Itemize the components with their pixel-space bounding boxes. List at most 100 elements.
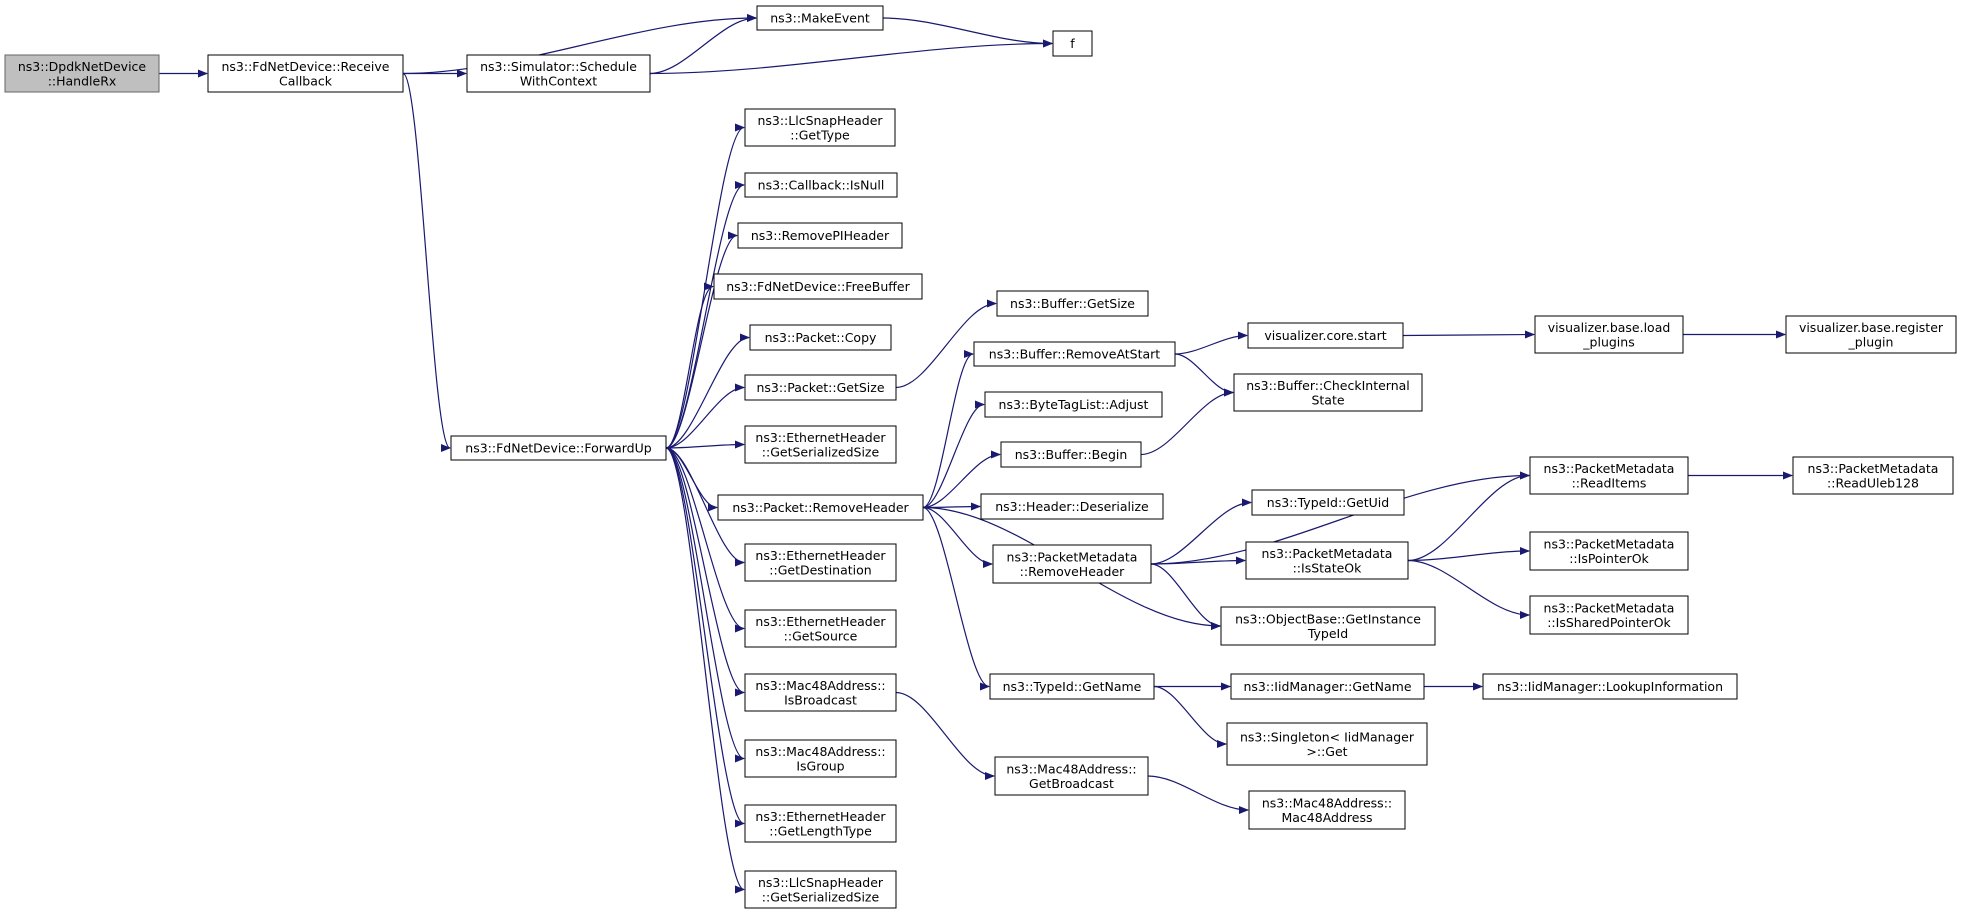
graph-node-n13[interactable]: ns3::Packet::RemoveHeader: [717, 494, 924, 521]
node-box: [992, 544, 1152, 584]
graph-node-n20[interactable]: ns3::Buffer::GetSize: [996, 290, 1149, 317]
nodes-layer: ns3::DpdkNetDevice::HandleRxns3::FdNetDe…: [4, 5, 1957, 909]
graph-node-n11[interactable]: ns3::Packet::GetSize: [744, 374, 897, 401]
node-box: [1529, 531, 1689, 571]
edge-n5-n17: [665, 447, 745, 763]
node-label-line: IsGroup: [796, 758, 844, 773]
node-box: [207, 54, 404, 93]
node-label-line: ::HandleRx: [48, 73, 117, 88]
node-box: [1792, 456, 1954, 495]
graph-node-n4[interactable]: f: [1052, 30, 1093, 57]
graph-node-n0[interactable]: ns3::DpdkNetDevice::HandleRx: [4, 54, 160, 93]
node-label-line: visualizer.core.start: [1264, 328, 1386, 343]
graph-node-n18[interactable]: ns3::EthernetHeader::GetLengthType: [744, 804, 897, 843]
node-label-line: ns3::EthernetHeader: [755, 430, 886, 445]
graph-node-n30[interactable]: ns3::TypeId::GetUid: [1251, 489, 1405, 516]
node-label-line: ::ReadItems: [1572, 475, 1647, 490]
graph-node-n9[interactable]: ns3::FdNetDevice::FreeBuffer: [713, 273, 923, 300]
node-label-line: ns3::PacketMetadata: [1544, 536, 1675, 551]
node-label-line: ::GetSource: [784, 628, 858, 643]
graph-node-n2[interactable]: ns3::MakeEvent: [756, 5, 884, 31]
node-box: [1220, 606, 1436, 646]
graph-node-n14[interactable]: ns3::EthernetHeader::GetDestination: [744, 543, 897, 582]
graph-node-n26[interactable]: ns3::TypeId::GetName: [989, 673, 1155, 700]
node-box: [737, 222, 903, 249]
edge-n13-n25: [922, 506, 993, 568]
graph-node-n25[interactable]: ns3::PacketMetadata::RemoveHeader: [992, 544, 1152, 584]
node-label-line: ns3::LlcSnapHeader: [758, 875, 884, 890]
node-label-line: ns3::LlcSnapHeader: [757, 113, 883, 128]
node-box: [989, 673, 1155, 700]
edges-layer: [158, 14, 1793, 894]
graph-node-n35[interactable]: ns3::Mac48Address::Mac48Address: [1248, 790, 1406, 830]
graph-node-n36[interactable]: visualizer.base.load_plugins: [1534, 315, 1684, 354]
node-box: [1226, 722, 1428, 766]
node-label-line: ns3::IidManager::GetName: [1243, 679, 1411, 694]
graph-node-n12[interactable]: ns3::EthernetHeader::GetSerializedSize: [744, 425, 897, 464]
graph-node-n42[interactable]: ns3::PacketMetadata::ReadUleb128: [1792, 456, 1954, 495]
graph-node-n31[interactable]: ns3::PacketMetadata::IsStateOk: [1245, 541, 1409, 580]
graph-node-n15[interactable]: ns3::EthernetHeader::GetSource: [744, 609, 897, 648]
graph-node-n7[interactable]: ns3::Callback::IsNull: [744, 172, 898, 198]
node-label-line: ::RemoveHeader: [1020, 564, 1126, 579]
node-label-line: ns3::Buffer::Begin: [1015, 447, 1128, 462]
graph-node-n5[interactable]: ns3::FdNetDevice::ForwardUp: [450, 435, 667, 461]
node-label-line: ::GetSerializedSize: [762, 889, 880, 904]
node-label-line: ::GetDestination: [769, 562, 871, 577]
graph-node-n34[interactable]: ns3::Singleton< IidManager>::Get: [1226, 722, 1428, 766]
edge-n5-n18: [665, 447, 745, 828]
graph-node-n40[interactable]: ns3::IidManager::LookupInformation: [1482, 673, 1738, 700]
node-box: [973, 341, 1176, 367]
node-box: [1245, 541, 1409, 580]
node-box: [1529, 595, 1689, 635]
node-label-line: ns3::Buffer::GetSize: [1010, 296, 1135, 311]
edge-n13-n22: [922, 400, 985, 509]
node-label-line: ns3::FdNetDevice::FreeBuffer: [726, 279, 910, 294]
graph-node-n8[interactable]: ns3::RemovePIHeader: [737, 222, 903, 249]
graph-node-n38[interactable]: ns3::PacketMetadata::IsPointerOk: [1529, 531, 1689, 571]
node-label-line: ns3::Buffer::RemoveAtStart: [989, 347, 1161, 362]
graph-node-n27[interactable]: ns3::Mac48Address::GetBroadcast: [994, 756, 1149, 796]
node-box: [466, 54, 651, 93]
node-label-line: ::GetLengthType: [769, 823, 872, 838]
graph-node-n23[interactable]: ns3::Buffer::Begin: [1000, 441, 1142, 468]
graph-node-n10[interactable]: ns3::Packet::Copy: [749, 324, 892, 351]
graph-node-n37[interactable]: ns3::PacketMetadata::ReadItems: [1529, 456, 1689, 495]
node-label-line: ns3::Mac48Address::: [755, 678, 885, 693]
node-label-line: _plugins: [1582, 334, 1634, 349]
edge-n3-n4: [649, 39, 1053, 75]
node-label-line: ns3::ByteTagList::Adjust: [999, 397, 1149, 412]
node-label-line: ns3::PacketMetadata: [1262, 546, 1393, 561]
node-label-line: ns3::PacketMetadata: [1007, 549, 1138, 564]
node-label-line: ns3::FdNetDevice::Receive: [222, 59, 390, 74]
graph-node-n41[interactable]: visualizer.base.register_plugin: [1785, 315, 1957, 354]
node-box: [1529, 456, 1689, 495]
graph-node-n6[interactable]: ns3::LlcSnapHeader::GetType: [744, 108, 896, 147]
node-label-line: ns3::EthernetHeader: [755, 809, 886, 824]
node-label-line: ns3::Header::Deserialize: [995, 499, 1149, 514]
node-label-line: ::GetType: [790, 127, 850, 142]
graph-node-n39[interactable]: ns3::PacketMetadata::IsSharedPointerOk: [1529, 595, 1689, 635]
edge-n16-n27: [895, 691, 995, 780]
node-box: [1233, 373, 1423, 412]
graph-node-n33[interactable]: ns3::IidManager::GetName: [1230, 673, 1425, 700]
edge-n5-n15: [665, 447, 745, 633]
node-box: [744, 374, 897, 401]
edge-n13-n26: [922, 506, 990, 691]
graph-node-n16[interactable]: ns3::Mac48Address::IsBroadcast: [744, 673, 897, 712]
node-box: [1482, 673, 1738, 700]
graph-node-n21[interactable]: ns3::Buffer::RemoveAtStart: [973, 341, 1176, 367]
node-box: [980, 493, 1164, 520]
graph-node-n28[interactable]: visualizer.core.start: [1247, 322, 1404, 349]
graph-node-n19[interactable]: ns3::LlcSnapHeader::GetSerializedSize: [744, 870, 897, 909]
node-label-line: ::GetSerializedSize: [762, 444, 880, 459]
node-box: [749, 324, 892, 351]
graph-node-n22[interactable]: ns3::ByteTagList::Adjust: [984, 391, 1163, 418]
graph-node-n24[interactable]: ns3::Header::Deserialize: [980, 493, 1164, 520]
graph-node-n17[interactable]: ns3::Mac48Address::IsGroup: [744, 739, 897, 778]
edge-n5-n11: [665, 383, 745, 449]
